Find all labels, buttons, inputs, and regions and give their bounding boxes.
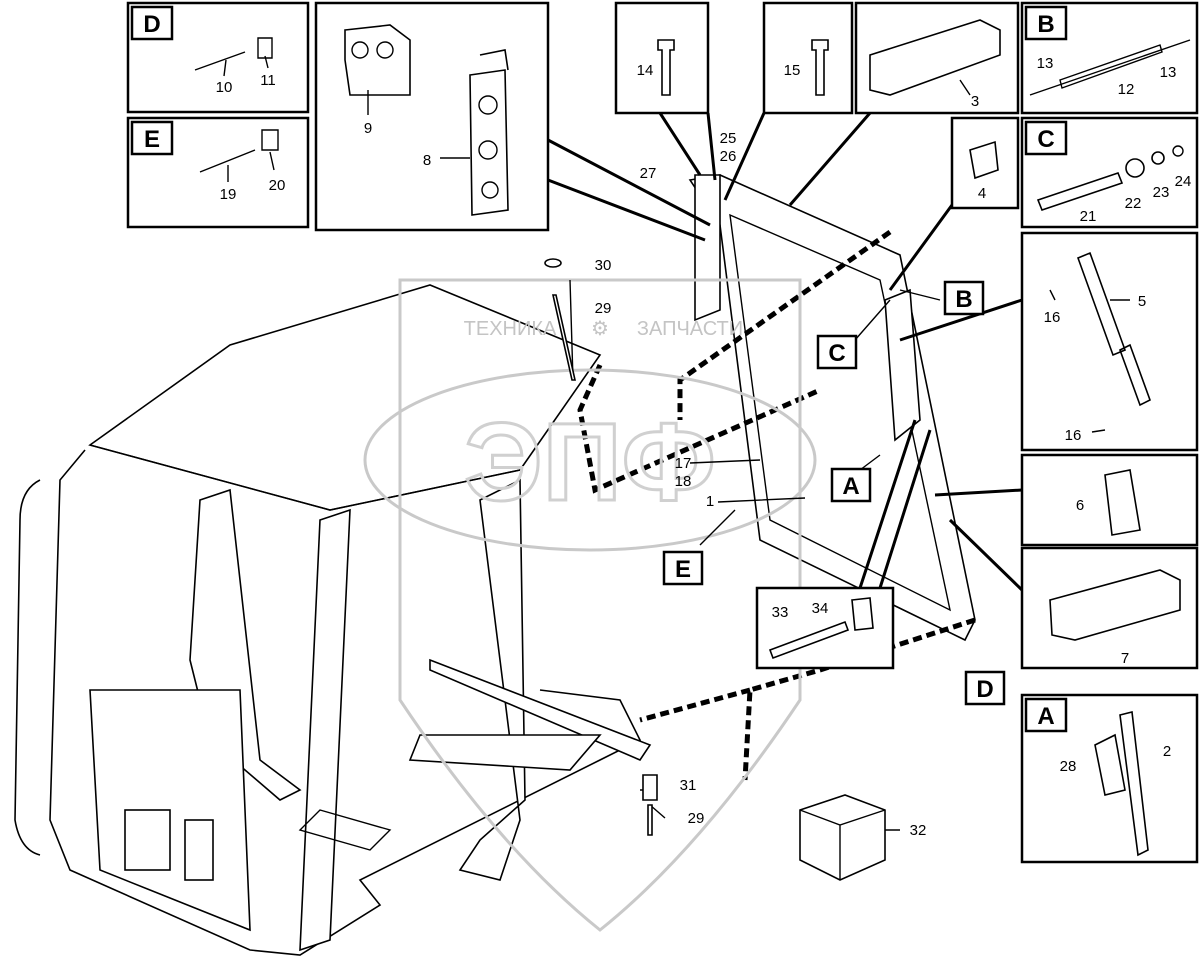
callout-29a: 29 (595, 300, 612, 317)
detail-box-33-34: 33 34 (755, 586, 895, 670)
watermark-text-left: ТЕХНИКА (464, 318, 557, 340)
detail-box-14: 14 (614, 1, 710, 115)
callout-30: 30 (595, 257, 612, 274)
callout-19: 19 (220, 186, 237, 203)
callout-9: 9 (364, 120, 372, 137)
main-callouts: 30 29 31 29 32 25 26 27 17 18 1 (595, 130, 927, 839)
cab-frame (14, 284, 652, 956)
detail-box-4: 4 (950, 116, 1020, 210)
callout-5: 5 (1138, 293, 1146, 310)
callout-8: 8 (423, 152, 431, 169)
callout-3: 3 (971, 93, 979, 110)
detail-box-c: C 21 22 23 24 (1020, 116, 1199, 229)
detail-box-15: 15 (762, 1, 854, 115)
detail-box-7: 7 (1020, 546, 1199, 670)
callout-22: 22 (1125, 195, 1142, 212)
detail-box-5: 16 5 16 (1020, 231, 1199, 452)
marker-b: B (955, 286, 972, 313)
detail-box-6: 6 (1020, 453, 1199, 547)
callout-33: 33 (772, 604, 789, 621)
watermark-gear-icon: ⚙ (591, 318, 609, 340)
callout-13b: 13 (1160, 64, 1177, 81)
detail-box-e: E 19 20 (126, 116, 310, 229)
loose-parts (544, 258, 886, 881)
callout-14: 14 (637, 62, 654, 79)
marker-c: C (828, 340, 845, 367)
callout-23: 23 (1153, 184, 1170, 201)
watermark: ТЕХНИКА ⚙ ЗАПЧАСТИ ЭПФ (363, 278, 817, 932)
detail-letter-d: D (143, 11, 160, 38)
detail-box-d: D 10 11 (126, 1, 310, 114)
callout-31: 31 (680, 777, 697, 794)
detail-letter-a: A (1037, 703, 1054, 730)
callout-26: 26 (720, 148, 737, 165)
callout-28: 28 (1060, 758, 1077, 775)
watermark-logo: ЭПФ (464, 401, 715, 524)
callout-21: 21 (1080, 208, 1097, 225)
callout-18: 18 (675, 473, 692, 490)
callout-27: 27 (640, 165, 657, 182)
watermark-text-right: ЗАПЧАСТИ (637, 318, 743, 340)
callout-34: 34 (812, 600, 829, 617)
callout-24: 24 (1175, 173, 1192, 190)
callout-20: 20 (269, 177, 286, 194)
detail-box-3: 3 (854, 1, 1020, 115)
callout-25: 25 (720, 130, 737, 147)
callout-1: 1 (706, 493, 714, 510)
marker-d: D (976, 676, 993, 703)
callout-11: 11 (260, 72, 276, 89)
callout-29b: 29 (688, 810, 705, 827)
marker-e: E (675, 556, 691, 583)
callout-2: 2 (1163, 743, 1171, 760)
callout-6: 6 (1076, 497, 1084, 514)
callout-16b: 16 (1065, 427, 1082, 444)
detail-box-8-9: 9 8 (314, 1, 550, 232)
callout-16a: 16 (1044, 309, 1061, 326)
callout-10: 10 (216, 79, 233, 96)
section-markers: B C A E D (662, 280, 1006, 706)
callout-12: 12 (1118, 81, 1135, 98)
callout-32: 32 (910, 822, 927, 839)
detail-box-b: B 13 12 13 (1020, 1, 1199, 115)
callout-13a: 13 (1037, 55, 1054, 72)
detail-letter-e: E (144, 126, 160, 153)
callout-7: 7 (1121, 650, 1129, 667)
detail-letter-c: C (1037, 126, 1054, 153)
callout-17: 17 (675, 455, 692, 472)
callout-4: 4 (978, 185, 986, 202)
detail-box-a: A 28 2 (1020, 693, 1199, 864)
watermark-shield-icon (398, 278, 802, 932)
detail-letter-b: B (1037, 11, 1054, 38)
watermark-ellipse (363, 368, 817, 552)
callout-15: 15 (784, 62, 801, 79)
marker-a: A (842, 473, 859, 500)
